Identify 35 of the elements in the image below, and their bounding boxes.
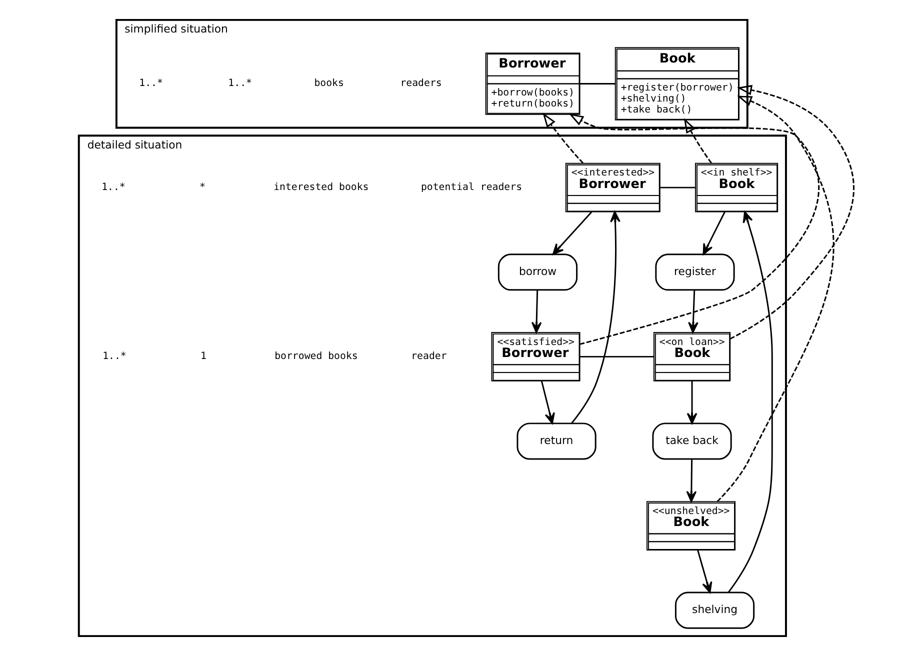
label: interested books [273, 182, 368, 194]
arrow [570, 211, 620, 424]
label: 1..* [102, 351, 126, 362]
arrow [696, 550, 712, 594]
label: potential readers [420, 182, 522, 194]
arrow [552, 212, 592, 255]
arrow [542, 112, 584, 164]
node-box: take back [652, 422, 732, 460]
arrow [540, 380, 554, 424]
arrow [729, 84, 854, 340]
label: 1..* [228, 78, 252, 90]
arrow [683, 118, 712, 164]
connector [579, 82, 615, 84]
label: 1 [200, 351, 206, 362]
label: 1..* [101, 182, 125, 194]
arrow [686, 381, 697, 424]
label: * [199, 182, 205, 194]
node-box: return [516, 422, 596, 460]
arrow [727, 211, 772, 593]
arrow [568, 113, 820, 345]
arrow [530, 290, 542, 334]
label: 1..* [138, 78, 162, 90]
arrow [688, 290, 698, 334]
label: books [314, 78, 344, 90]
arrow [716, 96, 834, 502]
node-box: shelving [674, 592, 754, 629]
label: reader [410, 351, 446, 362]
label: readers [400, 78, 442, 90]
arrow [686, 459, 696, 502]
label: borrowed books [274, 351, 358, 362]
connector [580, 356, 654, 358]
arrow [702, 212, 725, 255]
connector [660, 186, 695, 188]
node-box: register [654, 254, 734, 291]
node-box: borrow [497, 254, 578, 291]
